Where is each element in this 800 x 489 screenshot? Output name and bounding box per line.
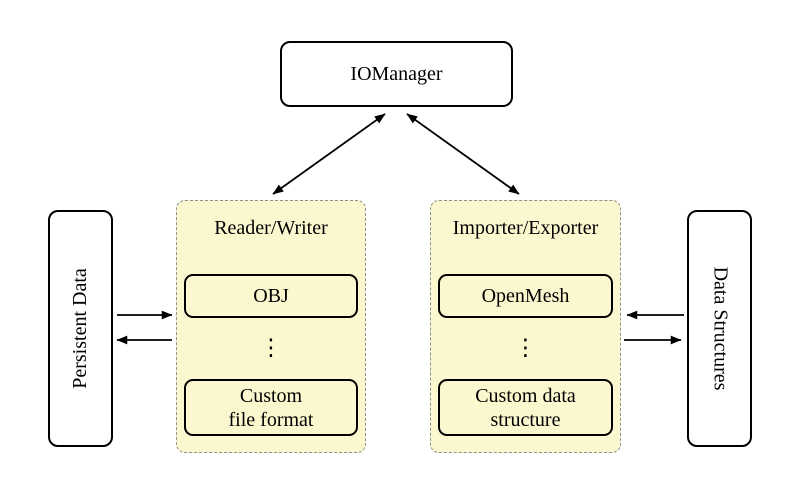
arrow-iomanager-importer-exporter [406,113,520,195]
node-custom-file-format: Custom file format [184,379,358,436]
node-data-structures-label: Data Structures [709,266,732,391]
node-iomanager: IOManager [280,41,513,107]
panel-reader-writer-title: Reader/Writer [214,217,328,239]
arrow-iomanager-reader-writer [272,113,386,195]
panel-importer-exporter-title: Importer/Exporter [452,217,599,239]
ellipsis-dots: ⋮ [514,334,537,361]
panel-reader-writer: Reader/Writer OBJ ⋮ Custom file format [176,200,366,453]
node-iomanager-label: IOManager [350,62,443,85]
node-openmesh: OpenMesh [438,274,613,318]
panel-importer-exporter: Importer/Exporter OpenMesh ⋮ Custom data… [430,200,621,453]
node-obj: OBJ [184,274,358,318]
ellipsis-dots: ⋮ [259,334,283,361]
node-persistent-data-label: Persistent Data [69,268,91,389]
node-persistent-data: Persistent Data [48,210,113,447]
node-data-structures: Data Structures [687,210,752,447]
node-custom-data-structure: Custom data structure [438,379,613,436]
